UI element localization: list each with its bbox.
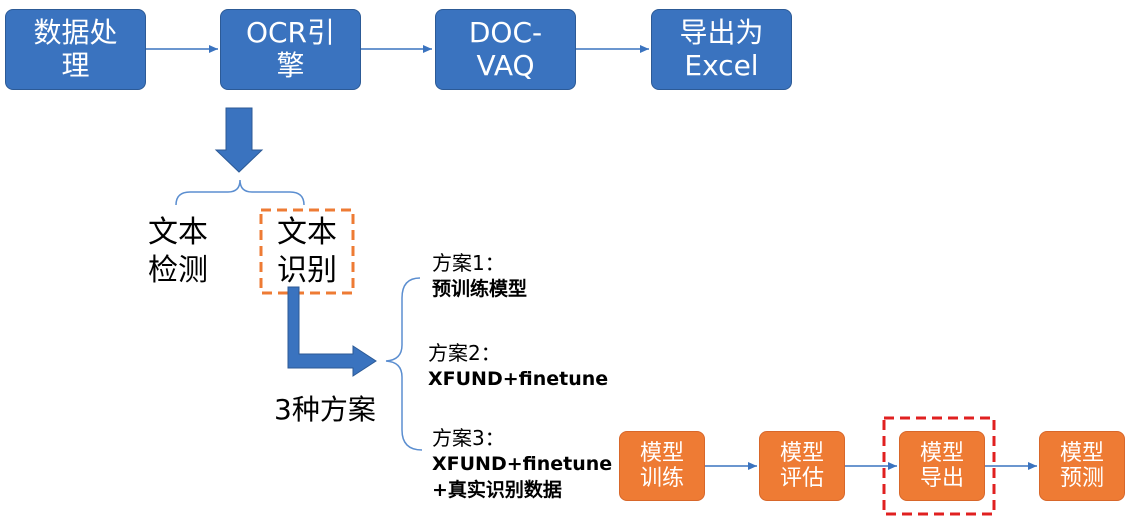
step-line: DOC- bbox=[468, 16, 543, 50]
label-line: 识别 bbox=[277, 252, 337, 288]
plan-detail: 预训练模型 bbox=[432, 278, 528, 300]
down-arrow bbox=[214, 107, 264, 173]
step-line: 模型 bbox=[639, 440, 684, 466]
label-line: 文本 bbox=[148, 215, 208, 250]
model-evaluate: 模型 评估 bbox=[759, 431, 845, 501]
step-line: 训练 bbox=[639, 466, 684, 491]
step-line: 数据处 bbox=[33, 16, 118, 50]
label-line: 检测 bbox=[148, 252, 208, 288]
step-line: 导出 bbox=[919, 466, 964, 491]
model-train: 模型 训练 bbox=[619, 431, 705, 501]
step-export-excel: 导出为 Excel bbox=[651, 9, 792, 90]
bent-arrow bbox=[287, 286, 377, 377]
step-line: 模型 bbox=[1059, 440, 1104, 466]
step-data-processing: 数据处 理 bbox=[5, 9, 146, 90]
step-ocr-engine: OCR引 擎 bbox=[220, 9, 361, 90]
plan-title: 方案1： bbox=[432, 251, 505, 275]
step-line: 擎 bbox=[276, 48, 305, 82]
recognition-dashed-frame bbox=[259, 208, 355, 295]
plan-title: 方案3： bbox=[432, 426, 505, 450]
step-line: 评估 bbox=[779, 466, 824, 491]
ocr-brace bbox=[175, 179, 305, 206]
plan-title: 方案2： bbox=[428, 341, 501, 365]
step-line: VAQ bbox=[476, 48, 535, 82]
schemes-label: 3种方案 bbox=[274, 393, 376, 426]
step-line: 导出为 bbox=[679, 16, 764, 50]
plan-2: 方案2： XFUND+finetune bbox=[428, 340, 608, 393]
plan-1: 方案1： 预训练模型 bbox=[432, 250, 527, 303]
step-doc-vaq: DOC- VAQ bbox=[435, 9, 576, 90]
plan-3: 方案3： XFUND+finetune +真实识别数据 bbox=[432, 425, 612, 503]
model-export: 模型 导出 bbox=[899, 431, 985, 501]
plan-detail: +真实识别数据 bbox=[432, 478, 562, 501]
text-detection-label: 文本 检测 bbox=[148, 214, 208, 289]
step-line: 模型 bbox=[779, 440, 824, 466]
text-recognition-label: 文本 识别 bbox=[277, 214, 337, 289]
export-dashed-frame bbox=[882, 416, 996, 516]
step-line: Excel bbox=[684, 48, 759, 82]
step-line: 理 bbox=[61, 48, 90, 82]
step-line: 模型 bbox=[919, 440, 964, 466]
model-predict: 模型 预测 bbox=[1039, 431, 1125, 501]
step-line: OCR引 bbox=[245, 16, 336, 50]
plans-brace bbox=[385, 277, 423, 451]
plan-detail: XFUND+finetune bbox=[432, 453, 613, 475]
step-line: 预测 bbox=[1059, 466, 1104, 491]
plan-detail: XFUND+finetune bbox=[428, 368, 609, 390]
label-line: 文本 bbox=[277, 215, 337, 250]
